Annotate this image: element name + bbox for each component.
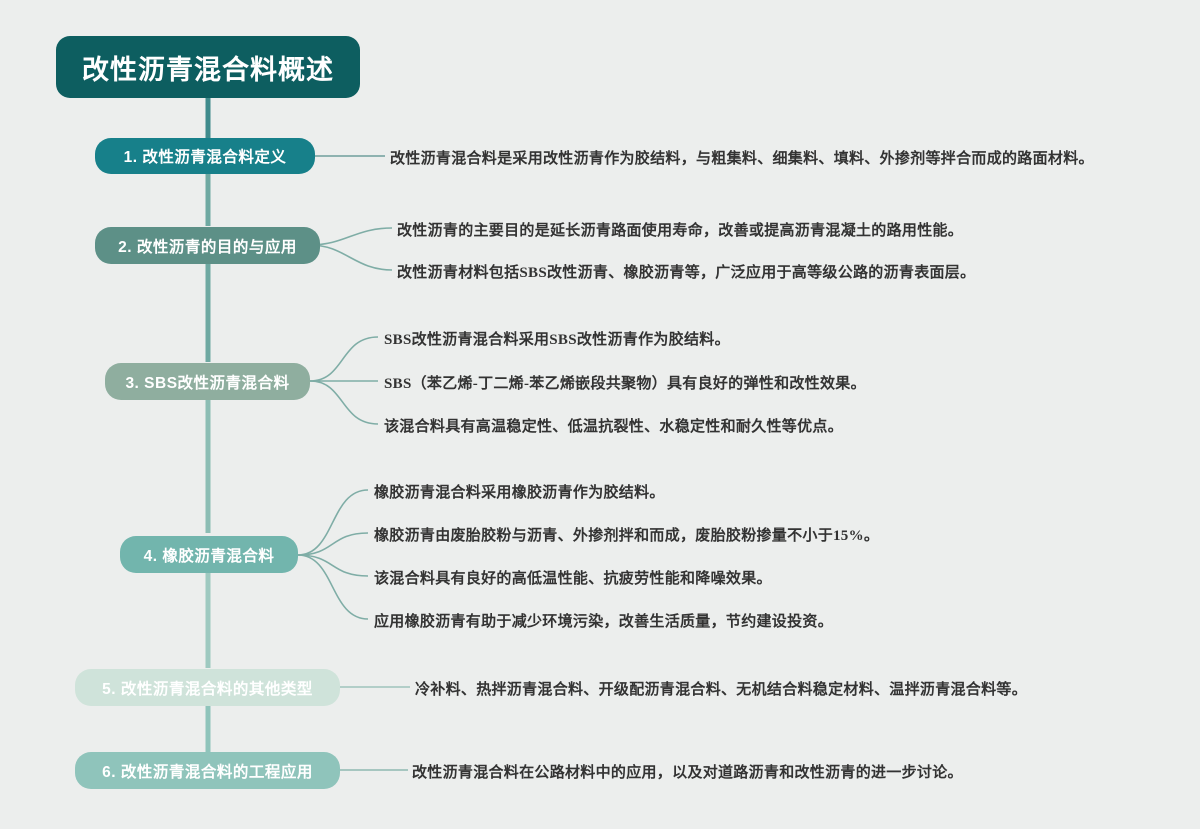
leaf-2-1: 改性沥青的主要目的是延长沥青路面使用寿命，改善或提高沥青混凝土的路用性能。 [397, 223, 964, 239]
leaf-3-3: 该混合料具有高温稳定性、低温抗裂性、水稳定性和耐久性等优点。 [384, 419, 844, 435]
branch-node-2[interactable]: 2. 改性沥青的目的与应用 [95, 227, 320, 264]
branch-node-5[interactable]: 5. 改性沥青混合料的其他类型 [75, 669, 340, 706]
branch-node-3-label: 3. SBS改性沥青混合料 [125, 374, 290, 392]
branch-node-4[interactable]: 4. 橡胶沥青混合料 [120, 536, 298, 573]
leaf-4-4: 应用橡胶沥青有助于减少环境污染，改善生活质量，节约建设投资。 [374, 614, 834, 630]
leaf-6-1: 改性沥青混合料在公路材料中的应用，以及对道路沥青和改性沥青的进一步讨论。 [412, 765, 963, 781]
branch-node-4-label: 4. 橡胶沥青混合料 [143, 547, 275, 565]
leaf-4-2: 橡胶沥青由废胎胶粉与沥青、外掺剂拌和而成，废胎胶粉掺量不小于15%。 [374, 528, 880, 544]
leaf-3-1: SBS改性沥青混合料采用SBS改性沥青作为胶结料。 [384, 332, 730, 348]
leaf-4-1: 橡胶沥青混合料采用橡胶沥青作为胶结料。 [374, 485, 665, 501]
leaf-1-1: 改性沥青混合料是采用改性沥青作为胶结料，与粗集料、细集料、填料、外掺剂等拌合而成… [390, 151, 1094, 167]
branch-node-1-label: 1. 改性沥青混合料定义 [123, 149, 287, 166]
leaf-5-1: 冷补料、热拌沥青混合料、开级配沥青混合料、无机结合料稳定材料、温拌沥青混合料等。 [415, 682, 1028, 698]
branch-node-5-label: 5. 改性沥青混合料的其他类型 [102, 680, 313, 698]
leaf-2-2: 改性沥青材料包括SBS改性沥青、橡胶沥青等，广泛应用于高等级公路的沥青表面层。 [397, 265, 976, 281]
branch-node-1[interactable]: 1. 改性沥青混合料定义 [95, 138, 315, 174]
root-node-label: 改性沥青混合料概述 [82, 54, 334, 85]
branch-node-3[interactable]: 3. SBS改性沥青混合料 [105, 363, 310, 400]
branch-node-6-label: 6. 改性沥青混合料的工程应用 [102, 763, 313, 781]
branch-node-6[interactable]: 6. 改性沥青混合料的工程应用 [75, 752, 340, 789]
leaf-4-3: 该混合料具有良好的高低温性能、抗疲劳性能和降噪效果。 [374, 571, 772, 587]
leaf-3-2: SBS（苯乙烯-丁二烯-苯乙烯嵌段共聚物）具有良好的弹性和改性效果。 [384, 376, 866, 392]
root-node[interactable]: 改性沥青混合料概述 [56, 36, 360, 98]
branch-node-2-label: 2. 改性沥青的目的与应用 [118, 238, 297, 256]
